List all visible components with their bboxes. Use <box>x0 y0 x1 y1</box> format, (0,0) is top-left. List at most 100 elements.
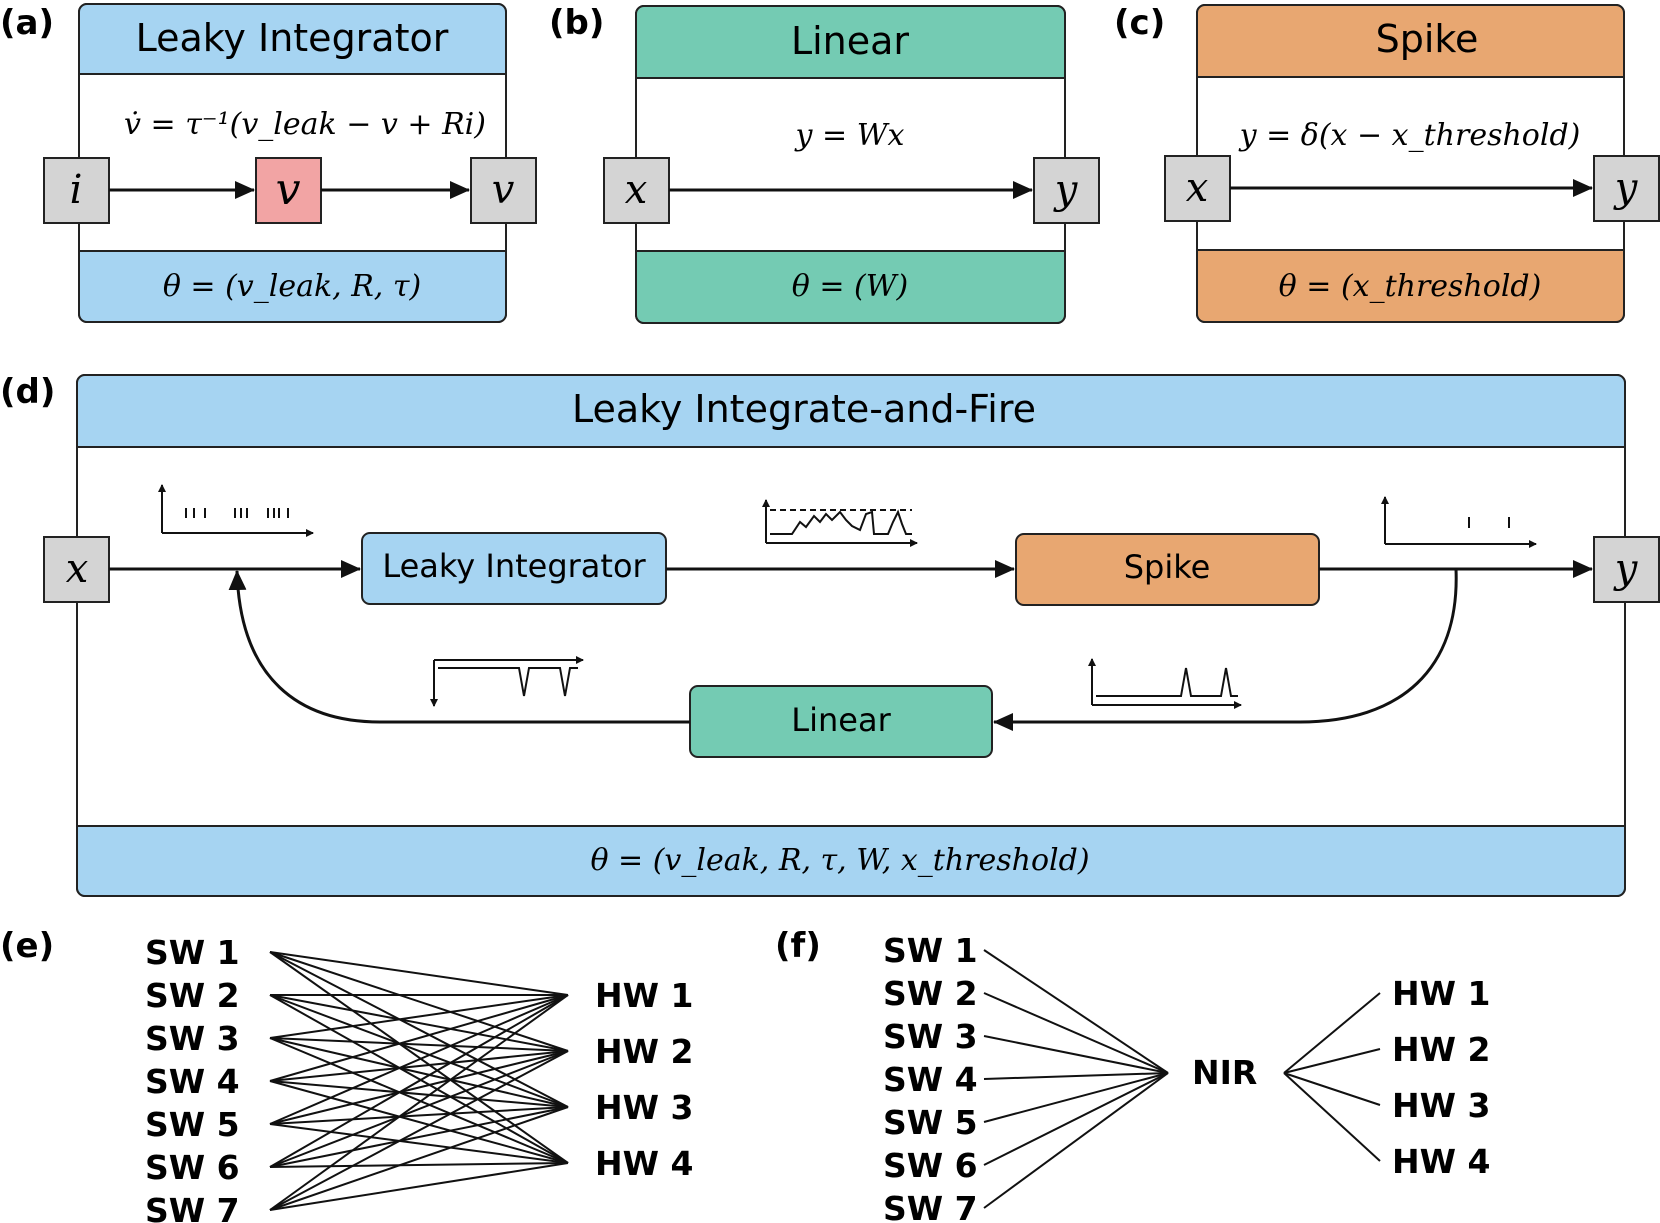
panel-a-header <box>78 3 507 75</box>
panel-a-output-port <box>470 157 537 224</box>
panel-e-sw-2: SW 2 <box>145 976 240 1015</box>
panel-c-equation: y = δ(x − x_threshold) <box>1238 118 1581 153</box>
panel-a-state-label: v <box>276 164 301 215</box>
panel-b-title: Linear <box>791 19 909 63</box>
panel-e-link <box>269 1050 569 1168</box>
panel-e-link <box>269 951 569 1108</box>
panel-e-hw-4: HW 4 <box>595 1144 693 1183</box>
panel-e-link <box>269 994 569 1082</box>
panel-f-hw-3: HW 3 <box>1392 1086 1490 1125</box>
panel-b-input-port <box>603 157 670 224</box>
panel-e: (e) SW 1 SW 2 SW 3 SW 4 SW 5 SW 6 SW 7 H… <box>0 926 693 1223</box>
lif-integrator-label: Leaky Integrator <box>382 547 646 585</box>
lif-linear-label: Linear <box>791 701 891 739</box>
panel-a-state-node <box>255 157 322 224</box>
panel-b-output-label: y <box>1053 167 1079 213</box>
panel-f-hw-link <box>1283 1072 1381 1106</box>
panel-d-input-label: x <box>66 546 89 592</box>
panel-c-footer <box>1196 249 1625 323</box>
panel-f-hw-1: HW 1 <box>1392 974 1490 1013</box>
panel-f-connections <box>983 949 1381 1209</box>
panel-b-input-label: x <box>625 167 648 213</box>
panel-b-equation: y = Wx <box>794 118 905 153</box>
panel-d-params: θ = (v_leak, R, τ, W, x_threshold) <box>590 843 1089 878</box>
panel-f-sw-1: SW 1 <box>883 931 978 970</box>
panel-e-sw-7: SW 7 <box>145 1191 240 1223</box>
panel-f-hw-4: HW 4 <box>1392 1142 1490 1181</box>
panel-e-link <box>269 951 569 1052</box>
panel-d-tag: (d) <box>0 372 55 412</box>
panel-d: (d) Leaky Integrate-and-Fire θ = (v_leak… <box>0 372 1660 897</box>
lif-arrow-feedback-in <box>993 568 1458 731</box>
panel-a-params: θ = (v_leak, R, τ) <box>163 269 421 304</box>
panel-f-sw-5: SW 5 <box>883 1103 978 1142</box>
panel-e-sw-list: SW 1 SW 2 SW 3 SW 4 SW 5 SW 6 SW 7 <box>145 933 240 1223</box>
panel-b-output-port <box>1033 157 1100 224</box>
panel-e-sw-1: SW 1 <box>145 933 240 972</box>
panel-f-sw-link <box>983 1035 1169 1074</box>
panel-f-sw-link <box>983 1072 1169 1080</box>
signal-feedback-current <box>430 656 584 707</box>
panel-e-hw-list: HW 1 HW 2 HW 3 HW 4 <box>595 976 693 1183</box>
panel-c-tag: (c) <box>1114 3 1165 43</box>
panel-f-sw-link <box>983 992 1169 1074</box>
panel-f: (f) SW 1 SW 2 SW 3 SW 4 SW 5 SW 6 SW 7 N… <box>775 926 1490 1223</box>
panel-e-link <box>269 951 569 1164</box>
panel-f-sw-2: SW 2 <box>883 974 978 1013</box>
panel-f-sw-7: SW 7 <box>883 1189 978 1223</box>
panel-e-link <box>269 994 569 1108</box>
panel-f-hw-link <box>1283 992 1381 1074</box>
panel-c-input-label: x <box>1186 165 1209 211</box>
panel-e-link <box>269 994 569 1052</box>
panel-e-hw-1: HW 1 <box>595 976 693 1015</box>
panel-f-hw-link <box>1283 1048 1381 1074</box>
panel-b: (b) Linear θ = (W) y = Wx x y <box>549 3 1100 324</box>
panel-e-link <box>269 1050 569 1211</box>
lif-spike-label: Spike <box>1124 548 1211 586</box>
panel-f-sw-list: SW 1 SW 2 SW 3 SW 4 SW 5 SW 6 SW 7 <box>883 931 978 1223</box>
panel-c-params: θ = (x_threshold) <box>1279 269 1542 304</box>
panel-e-link <box>269 994 569 1168</box>
panel-a-equation: v̇ = τ⁻¹(v_leak − v + Ri) <box>124 107 486 142</box>
panel-c-input-port <box>1164 155 1231 222</box>
panel-b-footer <box>635 250 1066 324</box>
panel-e-link <box>269 994 569 1125</box>
panel-a-title: Leaky Integrator <box>136 16 449 60</box>
panel-e-link <box>269 994 569 1039</box>
panel-a-tag: (a) <box>0 3 54 43</box>
panel-c-title: Spike <box>1376 17 1479 61</box>
panel-e-connections <box>269 951 569 1211</box>
panel-f-hw-2: HW 2 <box>1392 1030 1490 1069</box>
panel-f-sw-link <box>983 1072 1169 1123</box>
panel-f-sw-3: SW 3 <box>883 1017 978 1056</box>
panel-b-params: θ = (W) <box>792 269 909 304</box>
panel-e-link <box>269 994 569 1164</box>
panel-b-header <box>635 5 1066 79</box>
panel-d-output-port <box>1593 536 1660 603</box>
panel-e-link <box>269 951 569 996</box>
panel-a-input-label: i <box>70 167 83 213</box>
panel-e-link <box>269 1037 569 1108</box>
panel-f-sw-link <box>983 1072 1169 1166</box>
panel-d-header <box>76 374 1626 448</box>
signal-input-spike-train <box>158 484 314 537</box>
panel-f-sw-6: SW 6 <box>883 1146 978 1185</box>
panel-c-output-port <box>1593 155 1660 222</box>
panel-e-link <box>269 1037 569 1052</box>
panel-e-link <box>269 994 569 1211</box>
panel-e-link <box>269 1123 569 1164</box>
panel-e-tag: (e) <box>0 926 54 966</box>
panel-e-link <box>269 1106 569 1168</box>
panel-e-link <box>269 1162 569 1211</box>
panel-e-link <box>269 1162 569 1168</box>
panel-e-link <box>269 1080 569 1164</box>
panel-d-frame <box>76 374 1626 897</box>
signal-dirac-spikes <box>1088 658 1242 709</box>
panel-e-hw-2: HW 2 <box>595 1032 693 1071</box>
panel-d-footer <box>76 825 1626 897</box>
panel-f-sw-link <box>983 1072 1169 1209</box>
panel-a: (a) Leaky Integrator θ = (v_leak, R, τ) … <box>0 3 537 323</box>
signal-membrane-potential <box>762 499 918 547</box>
panel-f-sw-4: SW 4 <box>883 1060 978 1099</box>
